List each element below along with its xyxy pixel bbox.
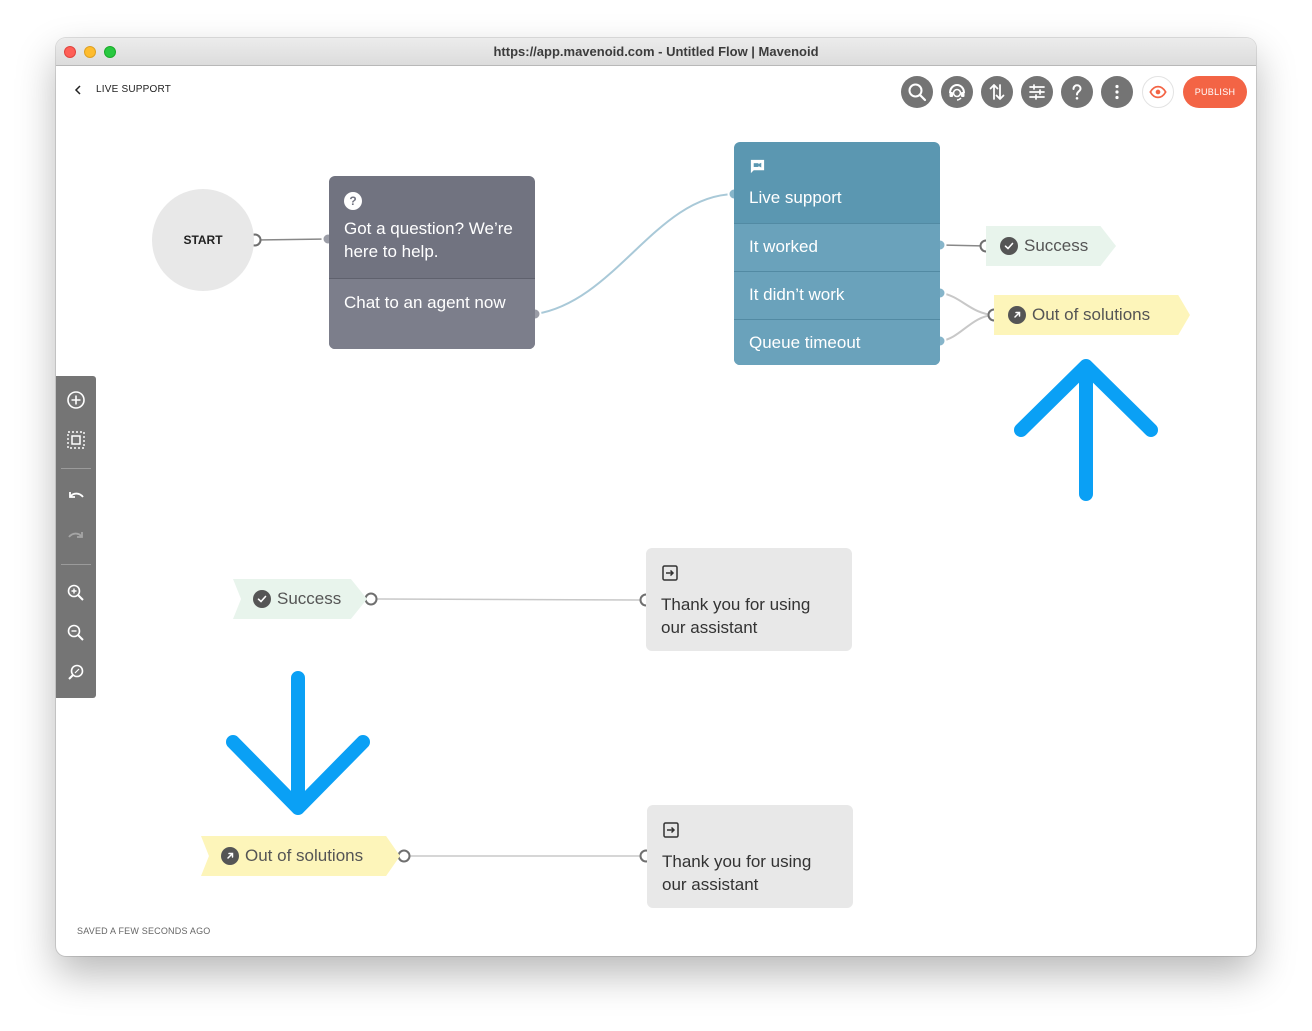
- arrow-out-icon: [221, 847, 239, 865]
- preview-button[interactable]: [1142, 76, 1174, 108]
- out-of-solutions-entry-tag[interactable]: Out of solutions: [201, 836, 400, 876]
- support-agent-button[interactable]: [941, 76, 973, 108]
- success-entry-tag[interactable]: Success: [233, 579, 367, 619]
- end-node-text: Thank you for using our assistant: [661, 595, 811, 637]
- edge-timeout-oos: [940, 314, 995, 342]
- zoom-out-icon: [67, 624, 84, 641]
- support-agent-icon: [949, 83, 965, 101]
- toolbar-divider: [61, 468, 91, 469]
- out-of-solutions-entry-label: Out of solutions: [245, 846, 364, 865]
- question-node-header: ? Got a question? We’re here to help.: [329, 176, 535, 278]
- check-icon: [253, 590, 271, 608]
- zoom-out-button[interactable]: [66, 623, 86, 643]
- arrow-up-annotation: [1014, 359, 1158, 501]
- chevron-left-icon: [74, 84, 81, 95]
- search-button[interactable]: [901, 76, 933, 108]
- zoom-window-button[interactable]: [104, 46, 116, 58]
- end-node[interactable]: Thank you for using our assistant: [646, 548, 852, 651]
- minimize-window-button[interactable]: [84, 46, 96, 58]
- live-support-title: Live support: [749, 188, 842, 207]
- toolbar-divider: [61, 564, 91, 565]
- out-of-solutions-tag-label: Out of solutions: [1032, 305, 1151, 324]
- zoom-reset-button[interactable]: [66, 663, 86, 683]
- end-node-text: Thank you for using our assistant: [662, 852, 812, 894]
- undo-icon: [69, 492, 84, 498]
- more-vertical-icon: [1115, 84, 1119, 100]
- out-of-solutions-tag[interactable]: Out of solutions: [994, 295, 1190, 335]
- flow-editor: LIVE SUPPORT PUBLISH START ? Got: [56, 66, 1256, 956]
- add-node-button[interactable]: [66, 390, 86, 410]
- undo-button[interactable]: [66, 486, 86, 506]
- question-node[interactable]: ? Got a question? We’re here to help. Ch…: [329, 176, 535, 349]
- arrow-down-annotation: [226, 671, 370, 815]
- port-oos-entry-out: [397, 849, 411, 863]
- live-support-option-didnt-work[interactable]: It didn’t work: [734, 271, 940, 319]
- port-success-entry-out: [364, 592, 378, 606]
- help-icon: [1072, 84, 1082, 100]
- arrow-out-icon: [1008, 306, 1026, 324]
- add-circle-icon: [67, 391, 85, 409]
- question-icon: ?: [344, 192, 362, 210]
- redo-button[interactable]: [66, 526, 86, 546]
- canvas-toolbar: [56, 376, 96, 698]
- select-area-button[interactable]: [66, 430, 86, 450]
- success-tag[interactable]: Success: [986, 226, 1116, 266]
- save-status: SAVED A FEW SECONDS AGO: [77, 926, 211, 936]
- zoom-in-button[interactable]: [66, 583, 86, 603]
- edge-didntwork-oos: [940, 292, 995, 316]
- check-icon: [1000, 237, 1018, 255]
- live-support-option-worked[interactable]: It worked: [734, 223, 940, 271]
- exit-icon: [663, 822, 679, 838]
- success-entry-label: Success: [277, 589, 342, 608]
- settings-button[interactable]: [1021, 76, 1053, 108]
- edge-worked-success: [940, 244, 987, 247]
- browser-window: https://app.mavenoid.com - Untitled Flow…: [56, 38, 1256, 956]
- video-chat-icon: [750, 159, 765, 174]
- question-option[interactable]: Chat to an agent now: [329, 278, 535, 349]
- close-window-button[interactable]: [64, 46, 76, 58]
- zoom-in-icon: [67, 584, 84, 601]
- title-bar: https://app.mavenoid.com - Untitled Flow…: [56, 38, 1256, 66]
- back-link[interactable]: LIVE SUPPORT: [74, 84, 171, 95]
- end-node[interactable]: Thank you for using our assistant: [647, 805, 853, 908]
- live-support-header: Live support: [734, 142, 940, 223]
- annotation-arrows: [226, 359, 1158, 815]
- help-button[interactable]: [1061, 76, 1093, 108]
- live-support-node[interactable]: Live support It worked It didn’t work Qu…: [734, 142, 940, 365]
- settings-sliders-icon: [1029, 84, 1045, 100]
- window-title: https://app.mavenoid.com - Untitled Flow…: [493, 44, 819, 59]
- question-title: Got a question? We’re here to help.: [344, 219, 513, 261]
- search-icon: [908, 83, 927, 102]
- redo-icon: [68, 532, 83, 538]
- eye-icon: [1149, 85, 1167, 99]
- edge-start-question: [255, 238, 329, 241]
- more-button[interactable]: [1101, 76, 1133, 108]
- flow-canvas[interactable]: [56, 66, 1256, 956]
- back-label: LIVE SUPPORT: [96, 84, 172, 95]
- start-node[interactable]: START: [152, 189, 254, 291]
- success-tag-label: Success: [1024, 236, 1089, 255]
- live-support-option-timeout[interactable]: Queue timeout: [734, 319, 940, 365]
- select-area-icon: [67, 431, 85, 449]
- edge-success-end: [371, 598, 647, 601]
- publish-button[interactable]: PUBLISH: [1183, 76, 1247, 108]
- reorder-button[interactable]: [981, 76, 1013, 108]
- edge-question-livesupport: [535, 193, 735, 315]
- zoom-reset-icon: [68, 664, 84, 680]
- exit-icon: [662, 565, 678, 581]
- sort-arrows-icon: [989, 84, 1005, 100]
